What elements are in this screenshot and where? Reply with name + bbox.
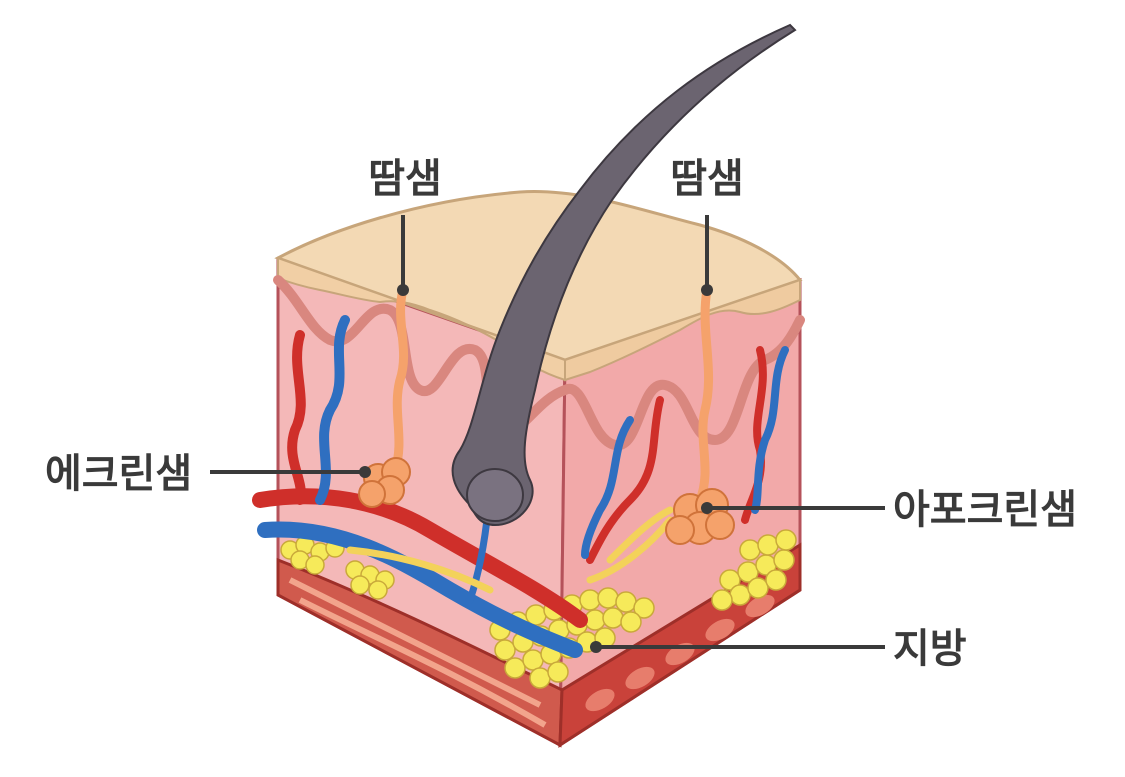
nerves — [346, 506, 674, 594]
eccrine-gland-structure — [358, 285, 411, 508]
label-fat: 지방 — [893, 626, 967, 672]
leader-lines — [210, 215, 885, 653]
label-eccrine-gland: 에크린샘 — [45, 451, 192, 497]
label-sweat-pore-left: 땀샘 — [368, 156, 442, 202]
label-apocrine-gland: 아포크린샘 — [893, 487, 1077, 533]
label-sweat-pore-right: 땀샘 — [670, 156, 744, 202]
fat-clusters — [280, 529, 797, 689]
hair — [451, 23, 797, 527]
